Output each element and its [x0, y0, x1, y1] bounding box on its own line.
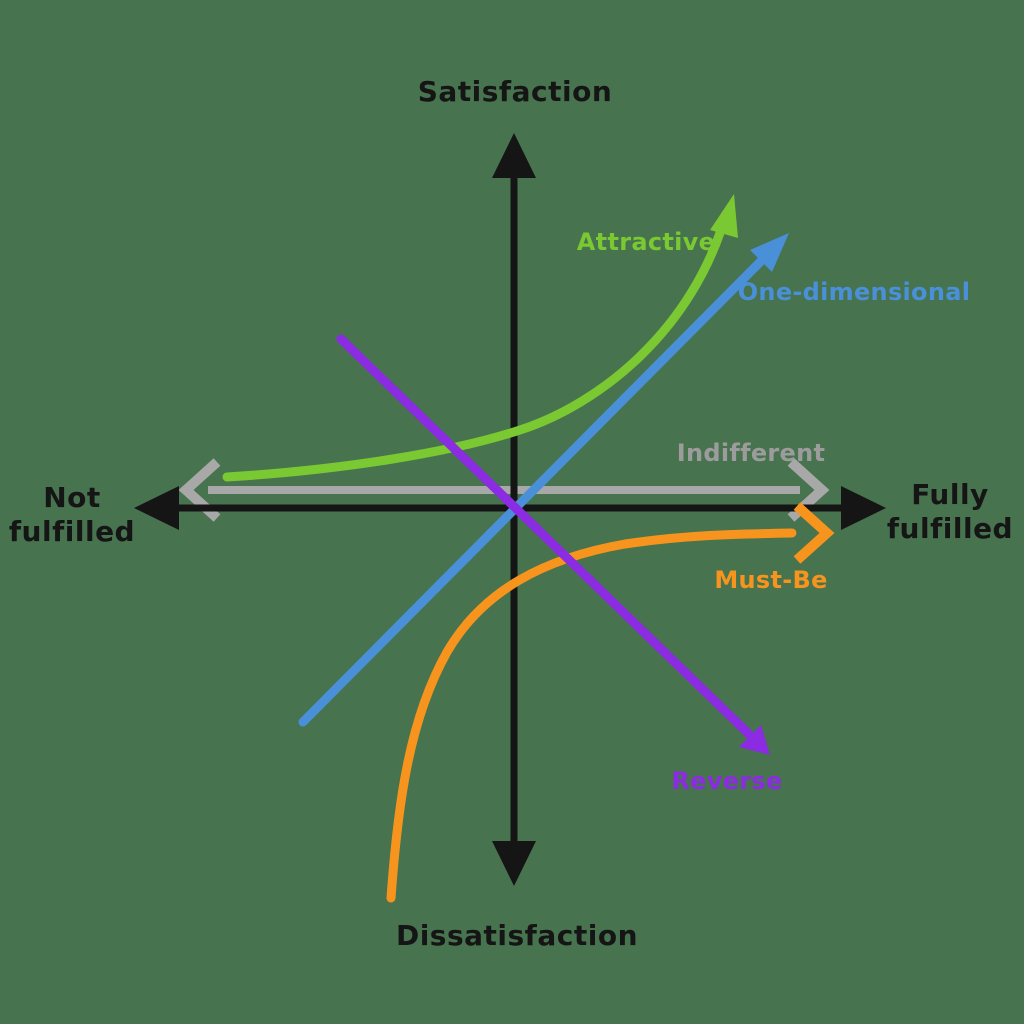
attractive-label: Attractive — [577, 228, 715, 256]
one-dimensional-arrowhead — [750, 233, 789, 272]
vertical-axis-top-arrowhead — [492, 133, 536, 178]
fully-fulfilled-line1: Fully — [911, 478, 989, 511]
must-be-label: Must-Be — [714, 566, 827, 594]
fully-fulfilled-axis-label: Fully fulfilled — [887, 478, 1013, 545]
dissatisfaction-axis-label: Dissatisfaction — [396, 919, 638, 952]
reverse-label: Reverse — [671, 767, 782, 795]
reverse-arrowhead — [739, 725, 770, 755]
must-be-path — [386, 528, 797, 903]
must-be-curve — [386, 502, 835, 903]
attractive-path — [222, 209, 731, 482]
fully-fulfilled-line2: fulfilled — [887, 512, 1013, 545]
reverse-curve — [336, 334, 770, 755]
attractive-curve — [222, 194, 738, 482]
indifferent-label: Indifferent — [677, 439, 826, 467]
satisfaction-axis-label: Satisfaction — [418, 75, 613, 108]
attractive-arrowhead — [710, 194, 738, 238]
must-be-arrowhead — [793, 502, 835, 564]
one-dimensional-line — [298, 245, 777, 727]
horizontal-axis-left-arrowhead — [134, 486, 179, 530]
one-dimensional-label: One-dimensional — [738, 278, 971, 306]
horizontal-axis-right-arrowhead — [841, 486, 886, 530]
one-dimensional-curve — [298, 233, 789, 727]
not-fulfilled-axis-label: Not fulfilled — [9, 481, 135, 548]
not-fulfilled-line1: Not — [43, 481, 101, 514]
reverse-line — [336, 334, 757, 742]
vertical-axis-bottom-arrowhead — [492, 841, 536, 886]
not-fulfilled-line2: fulfilled — [9, 515, 135, 548]
